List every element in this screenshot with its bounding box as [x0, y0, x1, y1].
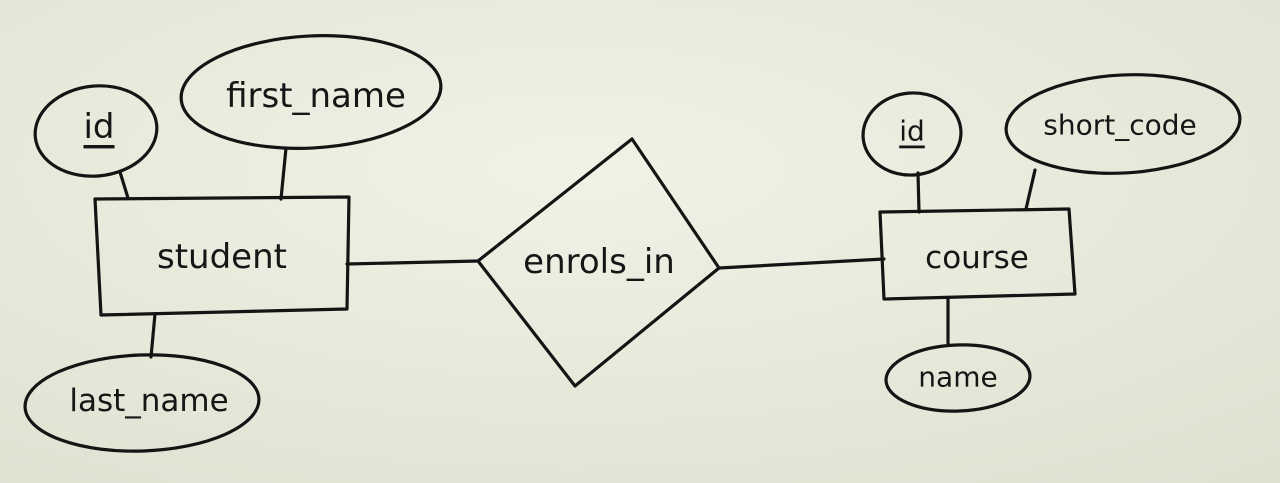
relationship-enrols-in-diamond — [476, 137, 721, 388]
connector-course-short-code — [1024, 168, 1037, 211]
attribute-course-name-ellipse — [884, 343, 1032, 413]
connector-student-first-name — [279, 146, 288, 201]
entity-student-box — [93, 195, 351, 317]
attribute-student-first-name-label: first_name — [226, 76, 406, 116]
entity-course-box — [878, 207, 1077, 301]
attribute-course-short-code-ellipse — [1004, 73, 1242, 175]
attribute-student-first-name-ellipse — [179, 34, 443, 150]
attribute-course-id-ellipse — [861, 91, 963, 177]
attribute-student-last-name-ellipse — [23, 353, 261, 453]
attribute-student-id: id — [33, 84, 159, 178]
connector-student-enrols — [345, 259, 480, 266]
entity-course-label: course — [925, 240, 1029, 276]
entity-student-label: student — [157, 237, 287, 277]
connector-student-id — [118, 170, 130, 200]
connector-course-id — [916, 171, 921, 214]
attribute-student-last-name: last_name — [23, 353, 261, 453]
attribute-course-name-label: name — [918, 361, 997, 394]
connector-student-last-name — [149, 312, 157, 359]
attribute-course-short-code-label: short_code — [1043, 109, 1196, 142]
relationship-enrols-in-label: enrols_in — [523, 242, 675, 282]
connectors — [118, 146, 1037, 359]
attribute-course-id-label: id — [899, 115, 925, 148]
connector-enrols-course — [717, 257, 886, 270]
attribute-student-last-name-label: last_name — [69, 383, 228, 419]
relationship-enrols-in: enrols_in — [476, 137, 721, 388]
attribute-student-id-label: id — [83, 107, 114, 147]
attribute-student-id-ellipse — [33, 84, 159, 178]
attribute-course-name: name — [884, 343, 1032, 413]
attribute-course-id: id — [861, 91, 963, 177]
attribute-student-first-name: first_name — [179, 34, 443, 150]
entity-course: course — [878, 207, 1077, 301]
entity-student: student — [93, 195, 351, 317]
attribute-course-short-code: short_code — [1004, 73, 1242, 175]
